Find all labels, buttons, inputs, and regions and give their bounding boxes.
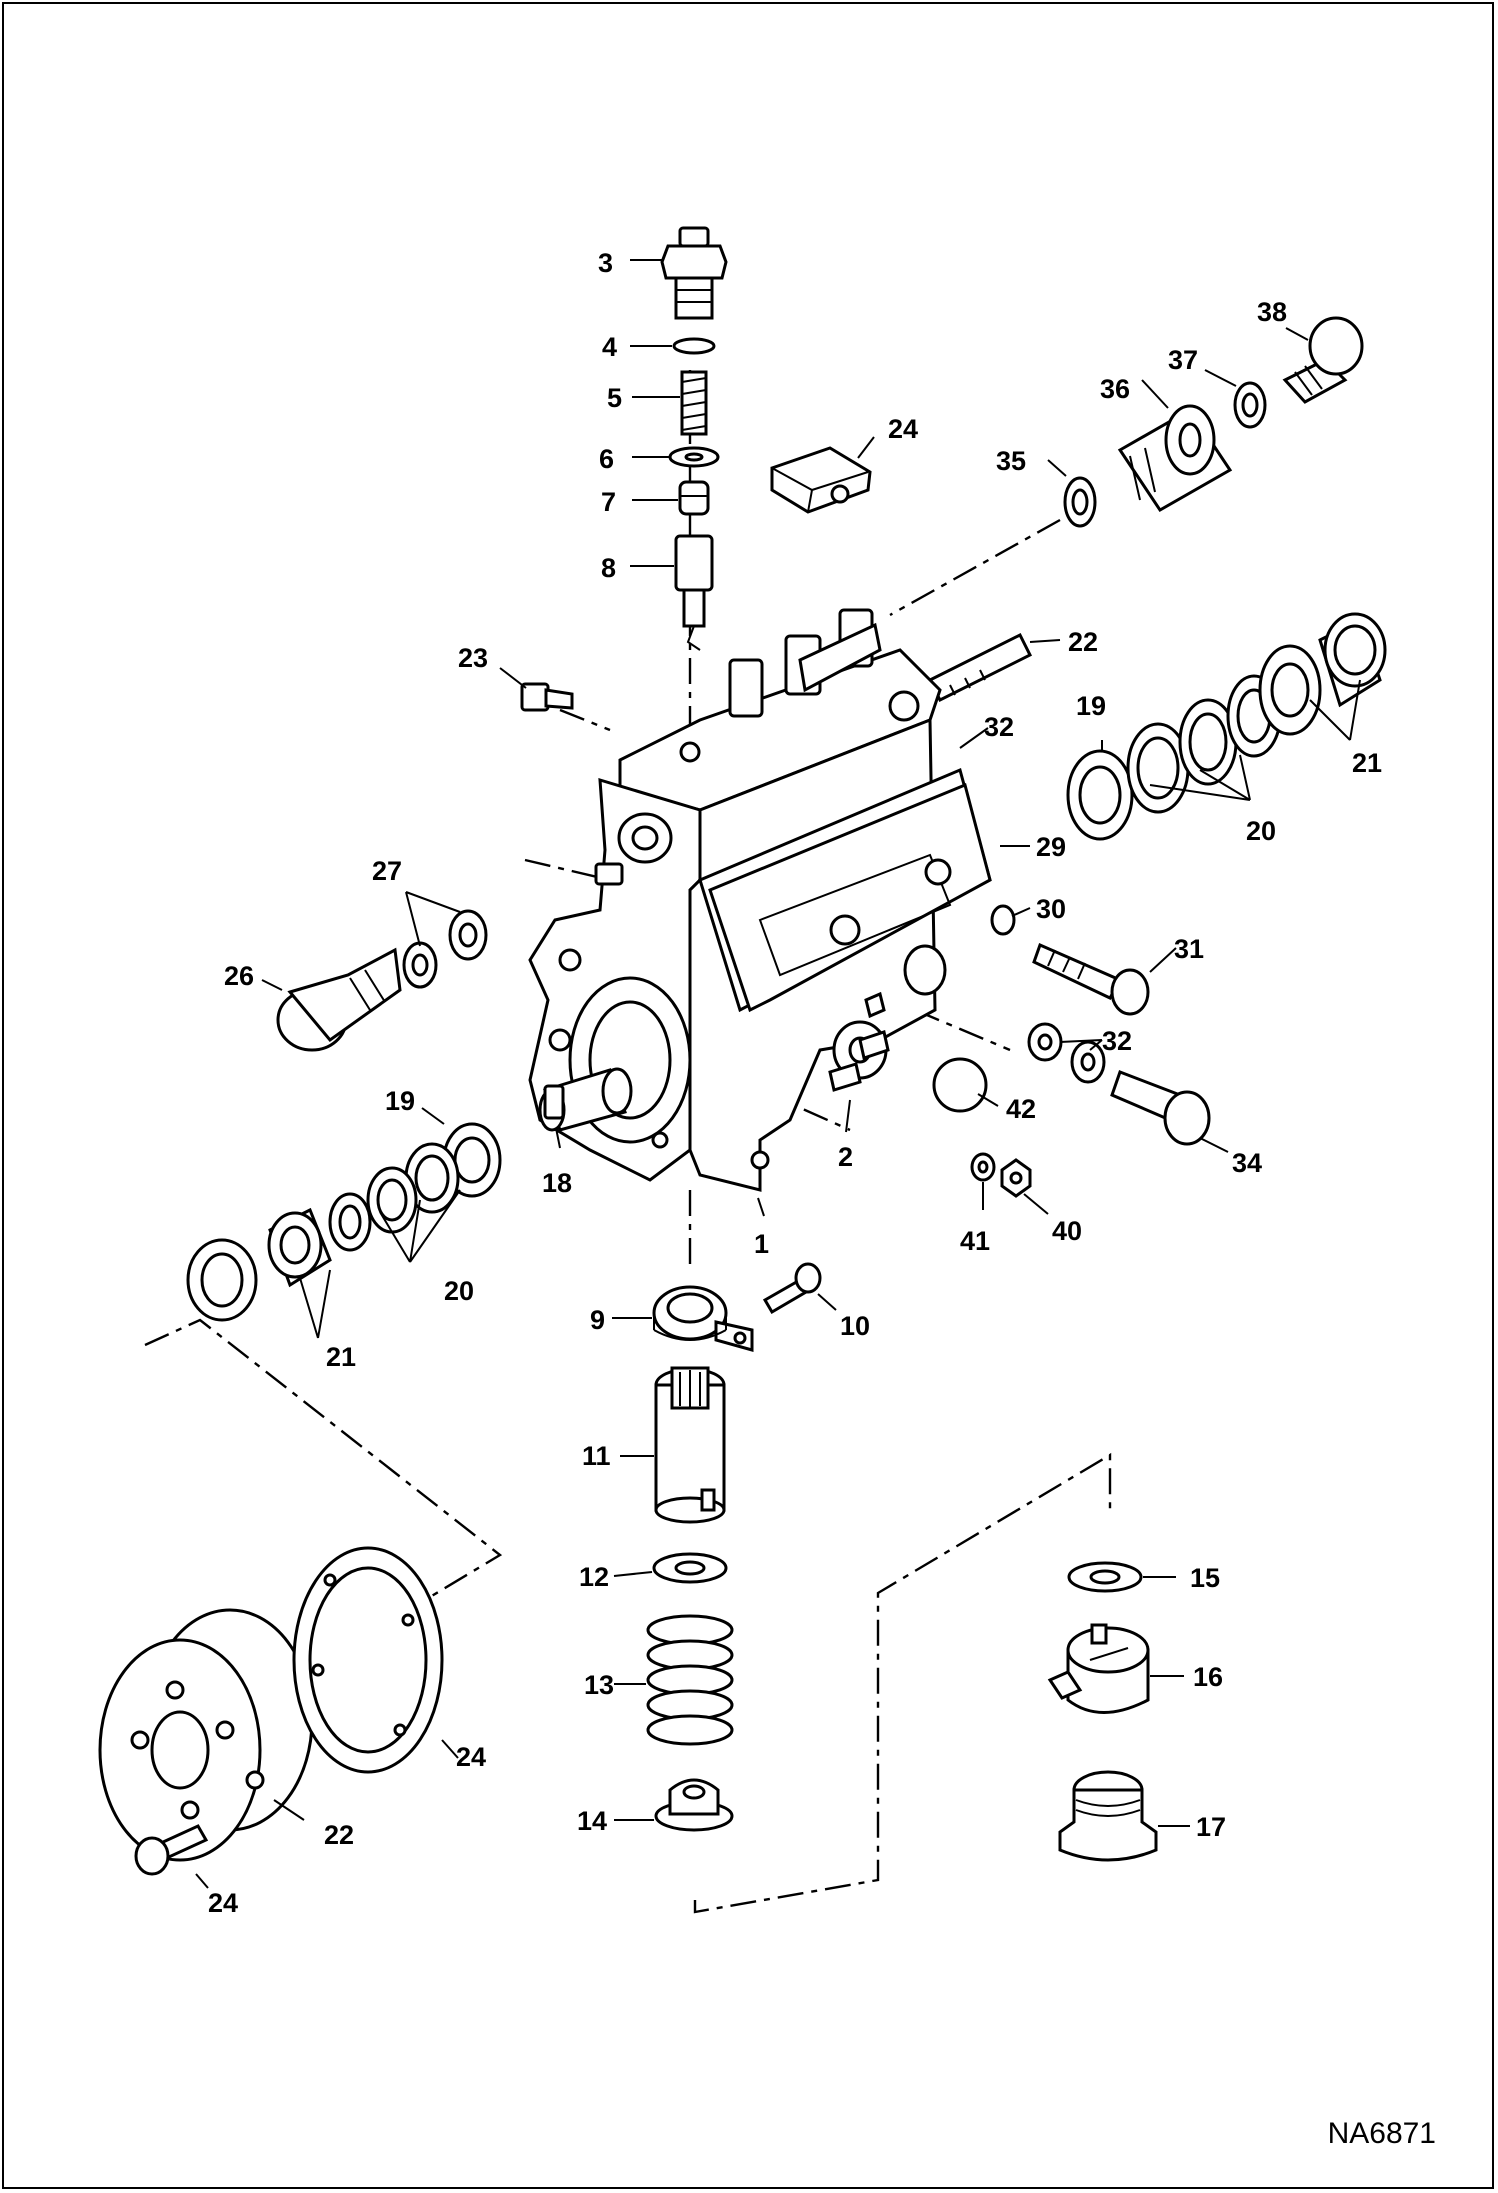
callout-2: 2 [838,1142,853,1172]
part-38-gasket [1063,476,1097,528]
part-39-banjo-fitting [1117,404,1233,512]
part-28-banjo-bolt [276,947,402,1052]
callout-40: 37 [1168,345,1198,375]
callout-17: 17 [1196,1812,1226,1842]
callout-20-right: 20 [1246,816,1276,846]
callout-26: 23 [458,643,488,673]
callout-24: 24 [208,1888,238,1918]
part-4-o-ring [672,337,716,355]
callout-4: 4 [602,332,617,362]
callout-37: 41 [960,1226,990,1256]
part-36-nut [1000,1158,1032,1198]
callout-34: 31 [1174,934,1204,964]
part-31-gaskets [1027,1022,1106,1084]
part-9-control-sleeve [652,1285,754,1352]
callout-12: 12 [579,1562,609,1592]
callout-labels: 3 4 5 6 7 8 24 35 36 37 38 22 23 32 19 2… [208,248,1382,1918]
part-34-bolt [1032,942,1150,1016]
callout-33: 30 [1036,894,1066,924]
callout-7: 7 [601,487,616,517]
callout-19-left: 19 [385,1086,415,1116]
callout-32: 29 [1036,832,1066,862]
part-3-delivery-valve-holder [660,226,728,320]
callout-9: 9 [590,1305,605,1335]
part-23-gasket [292,1546,444,1774]
part-22-drive-flange [98,1608,314,1862]
part-20-shims-right [1126,674,1282,814]
part-21-gear-bearing-right [1258,612,1387,736]
callout-23: 24 [456,1742,486,1772]
callout-30: 34 [1232,1148,1262,1178]
callout-42: 42 [1006,1094,1036,1124]
part-17-roller [1058,1770,1158,1862]
part-18-drive-shaft [543,1084,565,1120]
callout-5: 5 [607,383,622,413]
callout-10: 10 [840,1311,870,1341]
leader-lines [195,259,1361,1889]
callout-27: 24 [888,414,918,444]
callout-21-left: 21 [326,1342,356,1372]
part-11-plunger-barrel [654,1366,726,1524]
part-37-washer [970,1152,996,1182]
callout-3: 3 [598,248,613,278]
part-5-spring [680,370,708,436]
callout-13: 13 [584,1670,614,1700]
callout-14: 14 [577,1806,607,1836]
part-8-valve-seat [674,534,714,651]
callout-41: 38 [1257,297,1287,327]
part-10-screw [762,1262,822,1315]
callout-38: 35 [996,446,1026,476]
callout-8: 8 [601,553,616,583]
callout-11: 11 [582,1441,611,1471]
part-16-tappet [1047,1623,1150,1714]
part-25-control-rack [927,632,1033,703]
callout-19-right: 19 [1076,691,1106,721]
assembly-centerlines [144,370,1112,1914]
part-19-shim-right [1066,749,1134,841]
callout-16: 16 [1193,1662,1223,1692]
part-24-bolt [134,1824,209,1876]
part-27-clamp [770,446,872,514]
drawing-id: NA6871 [1327,2117,1436,2150]
part-13-plunger-spring [646,1614,734,1746]
part-21-gear-bearing-left [186,1207,332,1322]
part-15-shim [1067,1561,1143,1593]
callout-35: 32 [984,712,1014,742]
part-20-shims-left [328,1142,460,1252]
callout-31: 32 [1102,1026,1132,1056]
callout-39: 36 [1100,374,1130,404]
part-12-spring-seat [652,1552,728,1584]
part-41-banjo-bolt [1282,316,1364,404]
part-40-gasket [1233,381,1267,429]
callout-22: 22 [324,1820,354,1850]
callout-28: 26 [224,961,254,991]
callout-6: 6 [599,444,614,474]
callout-29: 27 [372,856,402,886]
callout-15: 15 [1190,1563,1220,1593]
callout-18: 18 [542,1168,572,1198]
part-42-o-ring [932,1057,988,1113]
callout-21-right: 21 [1352,748,1382,778]
part-32-side-cover [708,782,992,1013]
part-30-banjo-bolt [1110,1070,1211,1146]
part-33-washer [990,904,1016,936]
callout-36: 40 [1052,1216,1082,1246]
part-26-bolt [520,682,574,712]
part-6-washer [668,446,720,468]
callout-25: 22 [1068,627,1098,657]
part-29-gaskets [402,909,488,989]
part-2-studs [828,991,890,1092]
part-7-delivery-valve [678,480,710,516]
callout-1: 1 [754,1229,769,1259]
part-14-lower-spring-seat [654,1778,734,1832]
callout-20-left: 20 [444,1276,474,1306]
